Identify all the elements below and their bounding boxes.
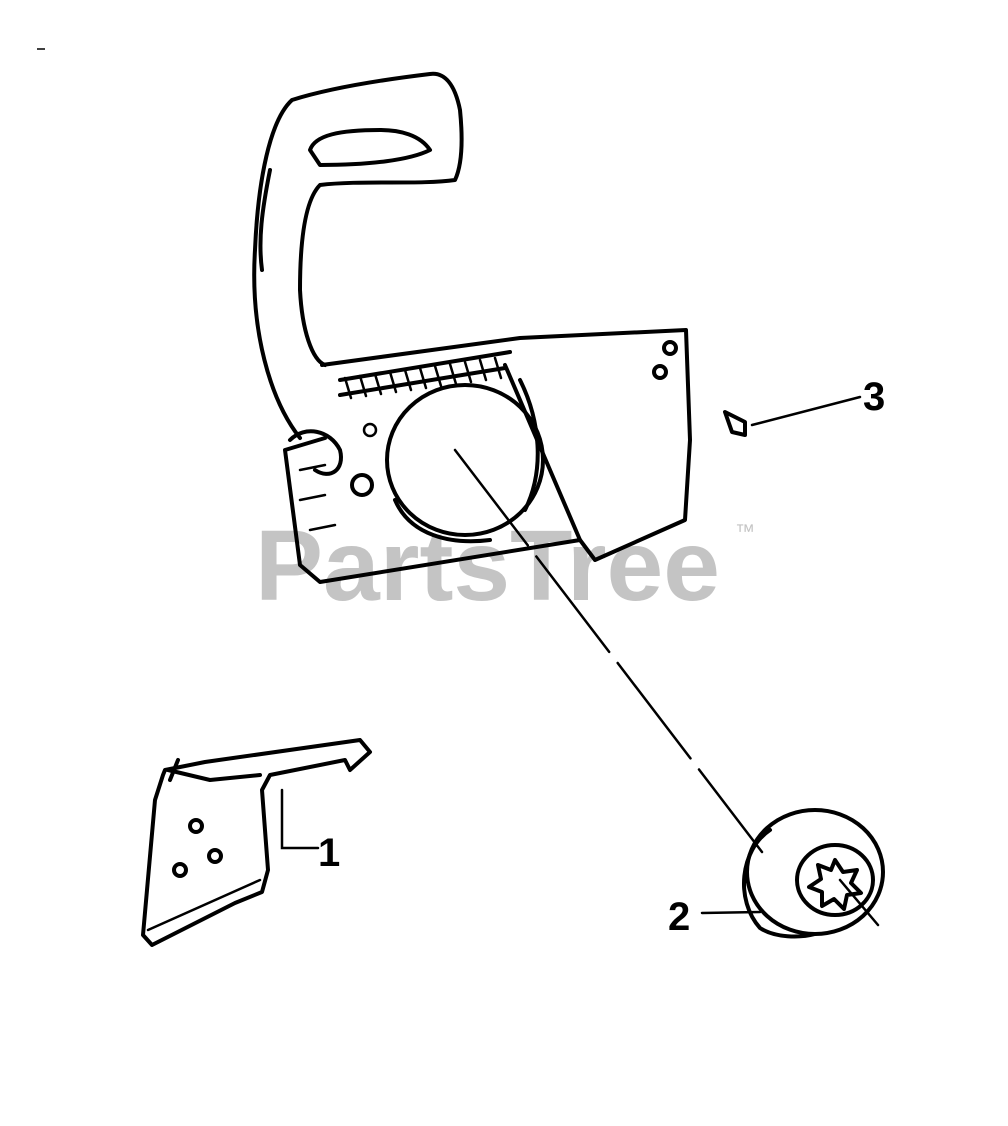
screw-part-3 bbox=[723, 395, 862, 437]
leader-line-2 bbox=[453, 448, 764, 854]
handle-cover-assembly bbox=[252, 71, 692, 584]
watermark: PartsTree bbox=[255, 510, 720, 622]
callout-3: 3 bbox=[863, 375, 885, 419]
trademark: ™ bbox=[735, 521, 755, 543]
leader-line-2b bbox=[700, 910, 762, 915]
leader-line-1 bbox=[280, 788, 320, 850]
bracket-part-1 bbox=[141, 738, 372, 947]
leader-line-3 bbox=[750, 395, 862, 427]
callout-1: 1 bbox=[318, 831, 340, 875]
callout-2: 2 bbox=[668, 895, 690, 939]
clutch-drum-part-2 bbox=[742, 808, 885, 939]
